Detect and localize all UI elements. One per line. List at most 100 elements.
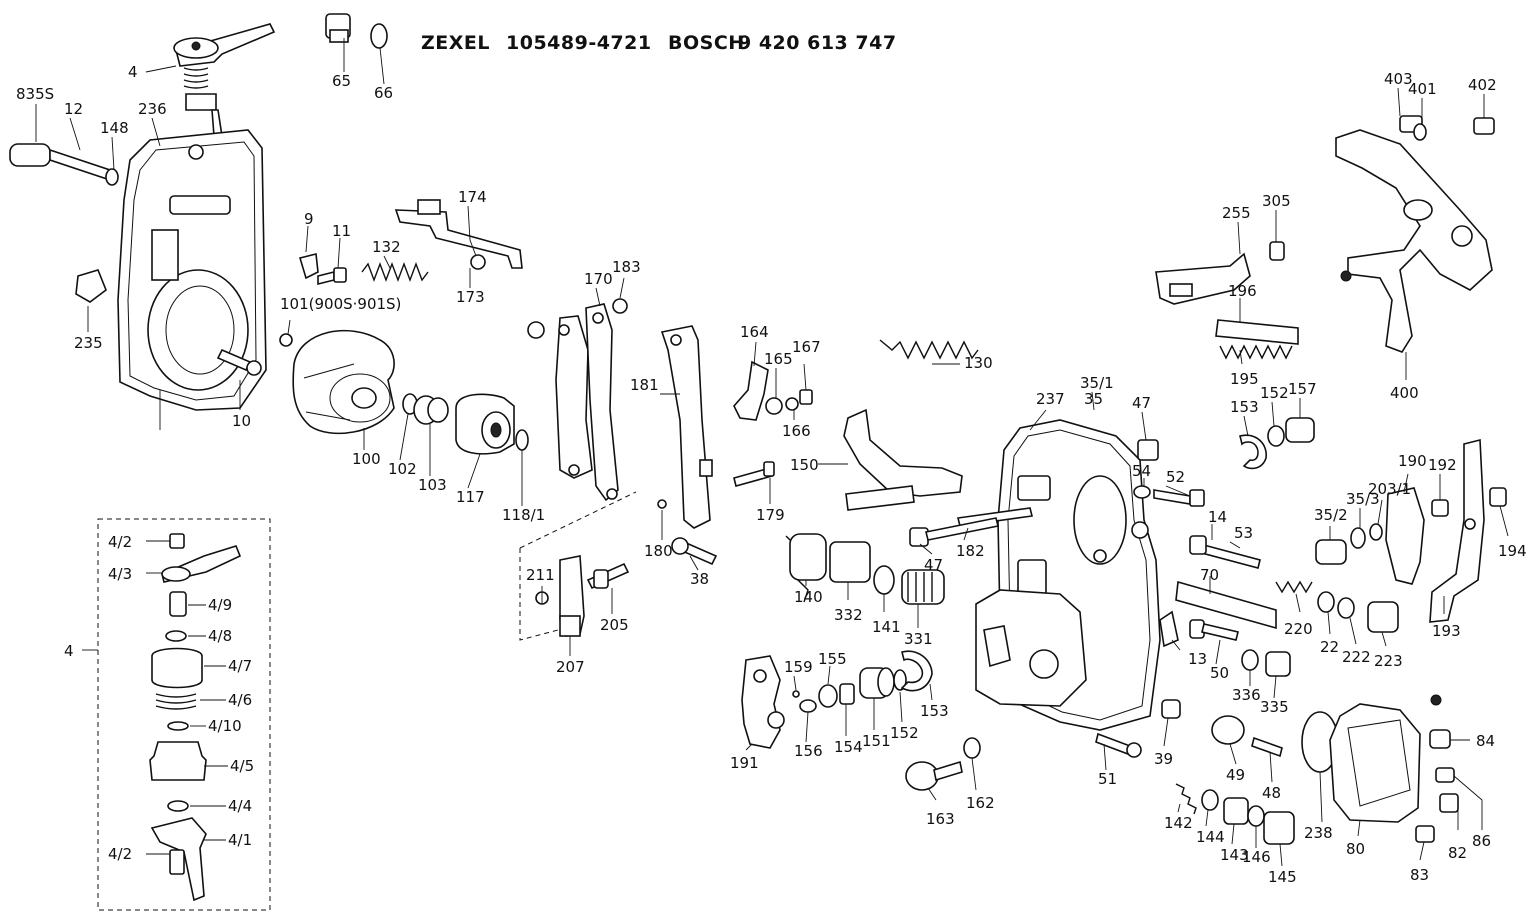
bolt-84 — [1429, 729, 1451, 749]
detail-label-4-8: 4/8 — [208, 627, 232, 645]
label-84: 84 — [1476, 732, 1495, 750]
label-162: 162 — [966, 794, 995, 812]
sleeve-117 — [455, 393, 515, 455]
cap-145 — [1263, 811, 1295, 845]
label-211: 211 — [526, 566, 555, 584]
spring-331 — [901, 569, 945, 605]
label-191: 191 — [730, 754, 759, 772]
label-132: 132 — [372, 238, 401, 256]
label-153a: 153 — [920, 702, 949, 720]
label-167: 167 — [792, 338, 821, 356]
label-156: 156 — [794, 742, 823, 760]
spring-220 — [1275, 580, 1313, 594]
label-103: 103 — [418, 476, 447, 494]
bolt-194 — [1489, 487, 1507, 507]
label-12: 12 — [64, 100, 83, 118]
label-190: 190 — [1398, 452, 1427, 470]
lower-housing-block — [975, 589, 1087, 707]
pin-159 — [792, 690, 800, 698]
label-222: 222 — [1342, 648, 1371, 666]
nut-154 — [839, 683, 855, 705]
seal-152b — [1267, 425, 1285, 447]
bolt-left-400 — [1340, 270, 1352, 282]
label-194: 194 — [1498, 542, 1527, 560]
nut-39 — [1161, 699, 1181, 719]
bolt-163 — [905, 760, 963, 791]
label-155: 155 — [818, 650, 847, 668]
label-235: 235 — [74, 334, 103, 352]
label-10: 10 — [232, 412, 251, 430]
sleeve-151 — [859, 667, 895, 699]
label-146: 146 — [1242, 848, 1271, 866]
label-223: 223 — [1374, 652, 1403, 670]
label-49: 49 — [1226, 766, 1245, 784]
screw-52-head — [1189, 489, 1205, 507]
label-148: 148 — [100, 119, 129, 137]
label-153b: 153 — [1230, 398, 1259, 416]
plug-235 — [75, 269, 107, 303]
shaft-70 — [1175, 580, 1277, 630]
label-157: 157 — [1288, 380, 1317, 398]
label-14: 14 — [1208, 508, 1227, 526]
label-207: 207 — [556, 658, 585, 676]
screw-52 — [1153, 489, 1191, 505]
bolt-305 — [1269, 241, 1285, 261]
bolt-82 — [1439, 793, 1459, 813]
bolt-47b — [909, 517, 999, 547]
detail-label-4-5: 4/5 — [230, 757, 254, 775]
detail-label-4-4: 4/4 — [228, 797, 252, 815]
brand-zexel: ZEXEL — [421, 32, 490, 54]
lever-190 — [1385, 487, 1425, 585]
label-203-1: 203/1 — [1368, 480, 1411, 498]
label-195: 195 — [1230, 370, 1259, 388]
label-117: 117 — [456, 488, 485, 506]
label-144: 144 — [1196, 828, 1225, 846]
nut-332 — [829, 541, 871, 583]
plug-157 — [1285, 417, 1315, 443]
label-183: 183 — [612, 258, 641, 276]
bracket-193 — [1429, 438, 1485, 623]
label-336: 336 — [1232, 686, 1261, 704]
washer-66 — [370, 23, 388, 49]
detail-label-4-10: 4/10 — [208, 717, 242, 735]
detail-group-label: 4 — [64, 642, 74, 660]
label-48: 48 — [1262, 784, 1281, 802]
tensioner-lever-170 — [555, 303, 619, 502]
label-174: 174 — [458, 188, 487, 206]
label-180: 180 — [644, 542, 673, 560]
seal-141 — [873, 565, 895, 595]
lever-181 — [660, 325, 713, 529]
label-205: 205 — [600, 616, 629, 634]
label-179: 179 — [756, 506, 785, 524]
label-50: 50 — [1210, 664, 1229, 682]
label-54: 54 — [1132, 462, 1151, 480]
leader-lines — [35, 38, 1509, 867]
label-35-2: 35/2 — [1314, 506, 1348, 524]
flyweight-assembly-100 — [292, 329, 395, 435]
detail-label-4-1: 4/1 — [228, 831, 252, 849]
label-170: 170 — [584, 270, 613, 288]
label-237: 237 — [1036, 390, 1065, 408]
washer-222 — [1337, 597, 1355, 619]
part-drawings — [9, 13, 1507, 911]
label-152a: 152 — [890, 724, 919, 742]
dashed-bracket-207 — [519, 491, 637, 641]
label-402: 402 — [1468, 76, 1497, 94]
label-236: 236 — [138, 100, 167, 118]
label-835s: 835S — [16, 85, 54, 103]
spring-195 — [1219, 344, 1293, 360]
label-196: 196 — [1228, 282, 1257, 300]
bolt-83 — [1415, 825, 1435, 843]
bolt-48 — [1251, 736, 1283, 758]
ball-101 — [279, 333, 293, 347]
label-335: 335 — [1260, 698, 1289, 716]
spring-132 — [361, 262, 429, 282]
screw-10 — [216, 348, 262, 376]
label-165: 165 — [764, 350, 793, 368]
bolt-402 — [1473, 117, 1495, 135]
zexel-part-number: 105489-4721 — [506, 32, 652, 54]
label-193: 193 — [1432, 622, 1461, 640]
washer-22 — [1317, 591, 1335, 613]
label-331: 331 — [904, 630, 933, 648]
